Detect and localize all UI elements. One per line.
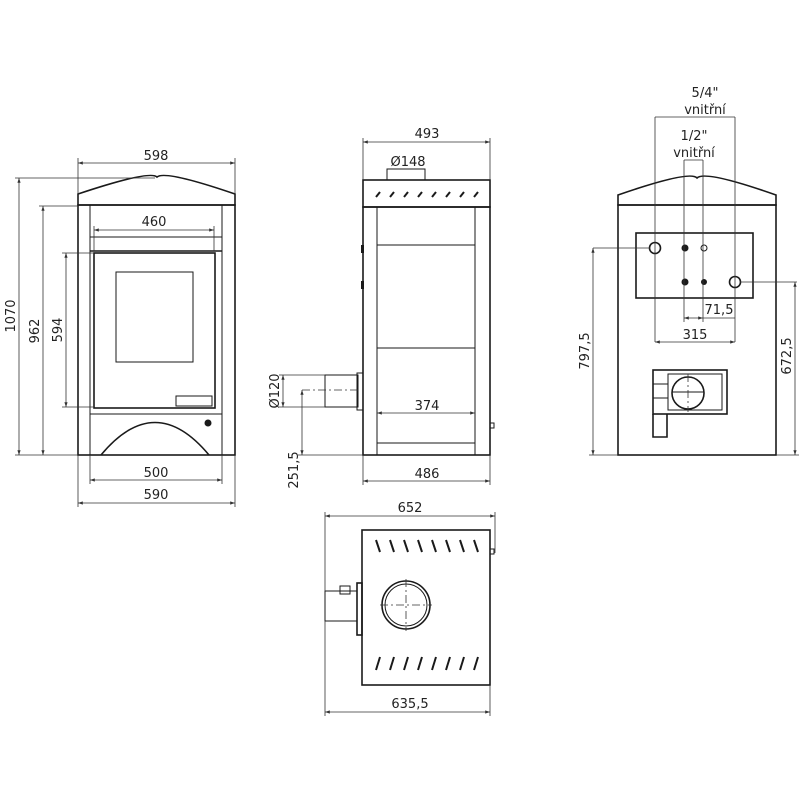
- vent-slot: [445, 656, 451, 671]
- vent-slot: [403, 539, 409, 553]
- vent-slot: [445, 539, 451, 553]
- air-knob-icon: [204, 419, 212, 427]
- vent-slot: [389, 656, 395, 671]
- vent-slot: [403, 191, 409, 198]
- ash-arch: [100, 421, 210, 456]
- vent-slot: [389, 191, 395, 198]
- dim-flue-diameter: Ø148: [390, 155, 425, 170]
- vent-slot: [431, 539, 437, 553]
- flue-outlet-tab: [652, 414, 668, 438]
- vent-slot: [431, 191, 437, 198]
- flue-outlet-box: [652, 369, 728, 415]
- dim-back-height-upper: 797,5: [578, 332, 593, 369]
- pipe-flange: [356, 372, 364, 411]
- vent-slot: [389, 539, 395, 553]
- pipe-small-1: [681, 244, 689, 252]
- door-glass: [115, 271, 194, 363]
- flue-pipe: [324, 374, 359, 408]
- vent-slot: [459, 656, 465, 671]
- dim-back-height-lower: 672,5: [780, 337, 795, 374]
- dim-front-door-width: 460: [142, 215, 167, 230]
- top-view: 652 635,5: [324, 501, 496, 716]
- top-flue-ring: [381, 580, 431, 630]
- vent-slot: [473, 656, 479, 671]
- vent-slot: [459, 539, 465, 553]
- label-pipe-small-size: 1/2": [681, 129, 708, 144]
- dim-front-height-body: 962: [28, 319, 43, 344]
- vent-slot: [473, 191, 479, 198]
- dim-pipe-spacing-small: 71,5: [705, 303, 734, 318]
- dim-front-base-inner: 500: [144, 466, 169, 481]
- dim-side-depth-base: 486: [415, 467, 440, 482]
- side-body: [362, 206, 491, 456]
- dim-top-depth-body: 635,5: [391, 697, 428, 712]
- vent-slot: [417, 656, 423, 671]
- top-vents: [375, 539, 479, 671]
- side-top-band: [362, 179, 491, 208]
- back-view: 5/4" vnitřní 1/2" vnitřní 71,5 315 797,5…: [578, 86, 799, 456]
- label-pipe-small-note: vnitřní: [673, 146, 715, 161]
- top-flue-pipe: [324, 590, 358, 622]
- vent-slot: [375, 656, 381, 671]
- label-pipe-large-note: vnitřní: [684, 103, 726, 118]
- label-pipe-large-size: 5/4": [692, 86, 719, 101]
- dim-front-base-width: 590: [144, 488, 169, 503]
- pipe-small-4: [701, 279, 707, 285]
- dim-front-height-total: 1070: [4, 299, 19, 332]
- dim-side-inner-depth: 374: [415, 399, 440, 414]
- back-top-cap: [617, 175, 777, 206]
- side-knob: [489, 422, 495, 429]
- front-top-cap: [77, 174, 236, 206]
- front-body: [77, 204, 236, 456]
- vent-slot: [417, 191, 423, 198]
- vent-slot: [445, 191, 451, 198]
- vent-slot: [473, 539, 479, 553]
- dim-top-depth-total: 652: [398, 501, 423, 516]
- back-body: [617, 204, 777, 456]
- vent-slot: [459, 191, 465, 198]
- dim-side-depth-top: 493: [415, 127, 440, 142]
- top-body: [361, 529, 491, 686]
- vent-slot: [375, 191, 381, 198]
- dim-front-door-height: 594: [51, 318, 66, 343]
- dim-pipe-diameter: Ø120: [268, 373, 283, 408]
- dim-pipe-spacing-large: 315: [683, 328, 708, 343]
- vent-slot: [403, 656, 409, 671]
- vent-slot: [417, 539, 423, 553]
- door-handle: [175, 395, 213, 407]
- front-view: 598 460 1070 962 594 500 590: [4, 149, 236, 507]
- vent-slot: [375, 539, 381, 553]
- dim-front-width-top: 598: [144, 149, 169, 164]
- flue-collar: [386, 168, 426, 181]
- top-pipe-flange: [356, 582, 363, 636]
- pipe-small-3: [681, 278, 689, 286]
- front-door: [93, 252, 216, 409]
- pipe-small-2: [700, 244, 708, 252]
- vent-slot: [431, 656, 437, 671]
- side-view: 493 Ø148 374 Ø120 251,5 486: [268, 127, 495, 489]
- side-vents: [375, 191, 479, 198]
- connection-plate: [635, 232, 754, 299]
- dim-pipe-height: 251,5: [287, 451, 302, 488]
